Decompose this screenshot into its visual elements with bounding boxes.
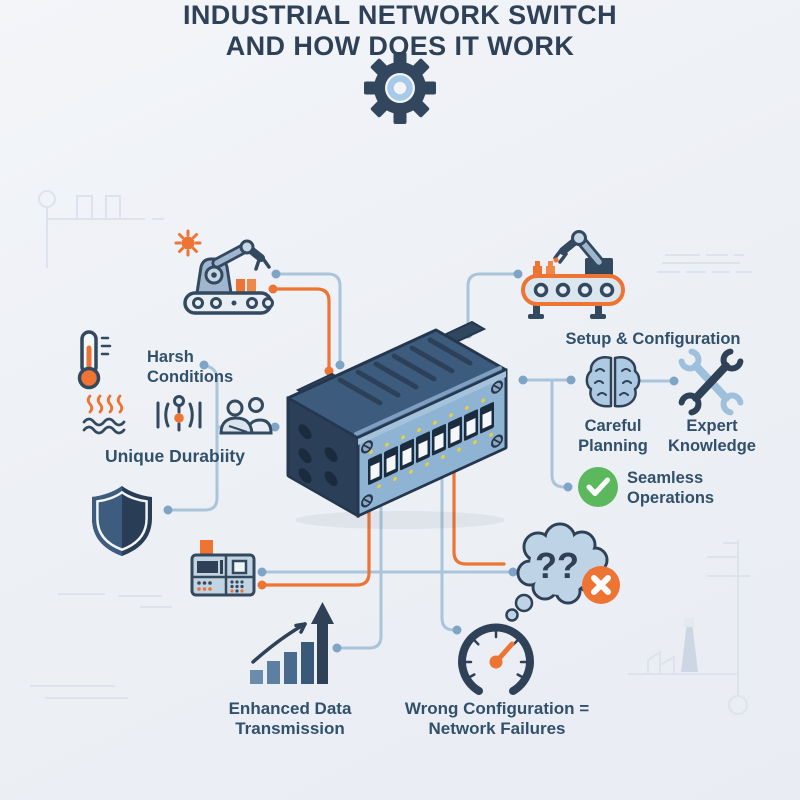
vibration-icon <box>156 395 202 432</box>
brain-icon <box>585 356 641 408</box>
wrong-configuration-label: Wrong Configuration = Network Failures <box>404 699 590 738</box>
check-icon <box>586 477 610 496</box>
careful-planning-label: Careful Planning <box>578 417 648 455</box>
thermometer-icon <box>77 330 112 390</box>
network-switch-illustration <box>286 320 508 529</box>
expert-knowledge-label: Expert Knowledge <box>667 417 756 455</box>
page-title: INDUSTRIAL NETWORK SWITCH AND HOW DOES I… <box>0 0 800 62</box>
robot-arm-left-icon <box>174 229 274 315</box>
shield-icon <box>92 486 152 556</box>
decor-tower <box>681 622 698 672</box>
growth-chart-icon <box>250 602 334 684</box>
wrenches-icon <box>678 348 744 416</box>
switch-ports <box>368 398 494 489</box>
enhanced-data-label: Enhanced Data Transmission <box>228 699 352 738</box>
controller-device-icon <box>190 540 256 597</box>
robot-arm-right-icon <box>521 230 625 319</box>
check-circle-icon <box>578 467 618 507</box>
thought-bubble-icon: ?? <box>505 522 620 622</box>
port-leds <box>369 398 493 489</box>
heat-waves-icon <box>82 394 126 435</box>
sun-icon <box>174 229 202 257</box>
question-marks: ?? <box>535 545 579 586</box>
harsh-conditions-label: Harsh Conditions <box>147 348 234 386</box>
gear-icon <box>364 52 436 124</box>
people-icon <box>219 397 273 435</box>
unique-durability-label: Unique Durabiity <box>104 446 245 466</box>
title-line-2: AND HOW DOES IT WORK <box>225 31 575 61</box>
setup-configuration-label: Setup & Configuration <box>565 330 741 348</box>
error-x-icon <box>582 566 620 604</box>
seamless-operations-label: Seamless Operations <box>627 469 715 507</box>
gauge-icon <box>458 623 534 695</box>
title-line-1: INDUSTRIAL NETWORK SWITCH <box>183 0 617 30</box>
